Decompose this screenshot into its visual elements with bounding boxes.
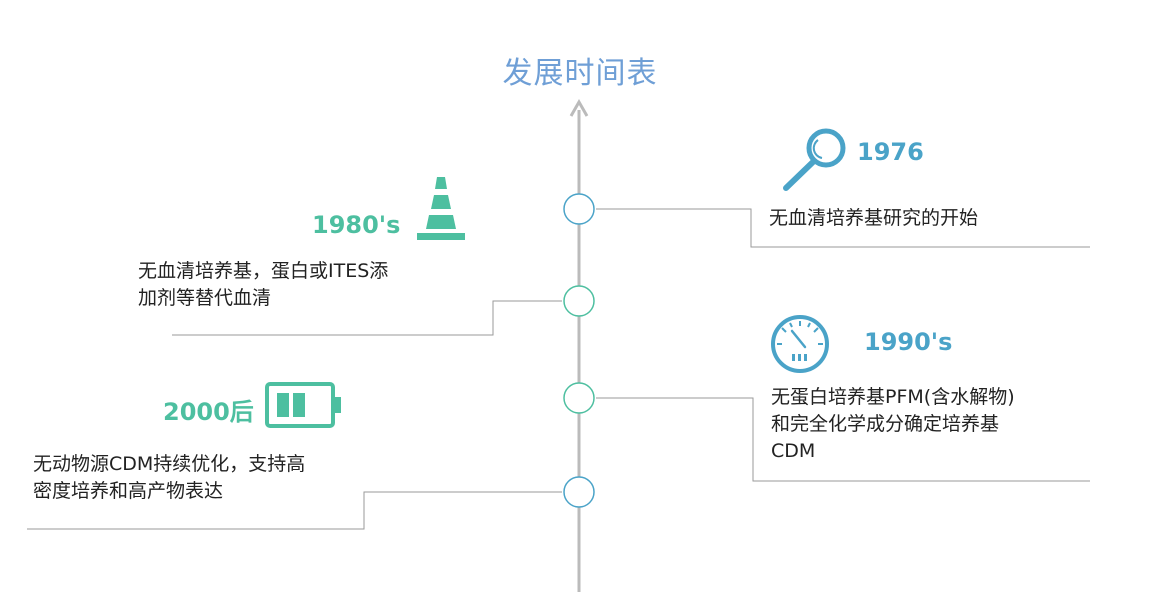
connector-2000	[27, 491, 562, 530]
event-desc-1980s: 无血清培养基，蛋白或ITES添 加剂等替代血清	[138, 258, 388, 312]
connector-1976	[596, 208, 1090, 248]
event-desc-line: 密度培养和高产物表达	[33, 480, 224, 502]
connector-1980s	[172, 300, 562, 336]
traffic-cone-icon	[417, 177, 465, 240]
event-desc-line: 无蛋白培养基PFM(含水解物)	[771, 386, 1015, 408]
timeline-node-1990s	[563, 382, 595, 414]
event-desc-line: 无血清培养基，蛋白或ITES添	[138, 260, 389, 282]
event-desc-1990s: 无蛋白培养基PFM(含水解物) 和完全化学成分确定培养基 CDM	[771, 384, 1015, 465]
page-title: 发展时间表	[502, 56, 658, 91]
gauge-icon	[771, 315, 829, 373]
event-desc-line: 加剂等替代血清	[138, 287, 272, 309]
event-year-1980s: 1980's	[312, 211, 401, 239]
event-desc-2000: 无动物源CDM持续优化，支持高 密度培养和高产物表达	[33, 451, 305, 505]
event-desc-line: 和完全化学成分确定培养基	[771, 413, 1000, 435]
event-year-1976: 1976	[857, 138, 924, 166]
battery-icon	[265, 382, 341, 428]
connector-1990s	[596, 397, 1090, 482]
timeline-node-1980s	[563, 285, 595, 317]
event-desc-line: CDM	[771, 440, 816, 462]
event-desc-line: 无血清培养基研究的开始	[769, 207, 979, 229]
event-desc-1976: 无血清培养基研究的开始	[769, 205, 978, 232]
axis-arrowhead	[569, 98, 589, 117]
timeline-node-2000	[563, 476, 595, 508]
event-year-1990s: 1990's	[864, 328, 953, 356]
event-year-2000: 2000后	[163, 398, 254, 426]
event-desc-line: 无动物源CDM持续优化，支持高	[33, 453, 306, 475]
timeline-node-1976	[563, 193, 595, 225]
magnifier-icon	[783, 128, 846, 191]
